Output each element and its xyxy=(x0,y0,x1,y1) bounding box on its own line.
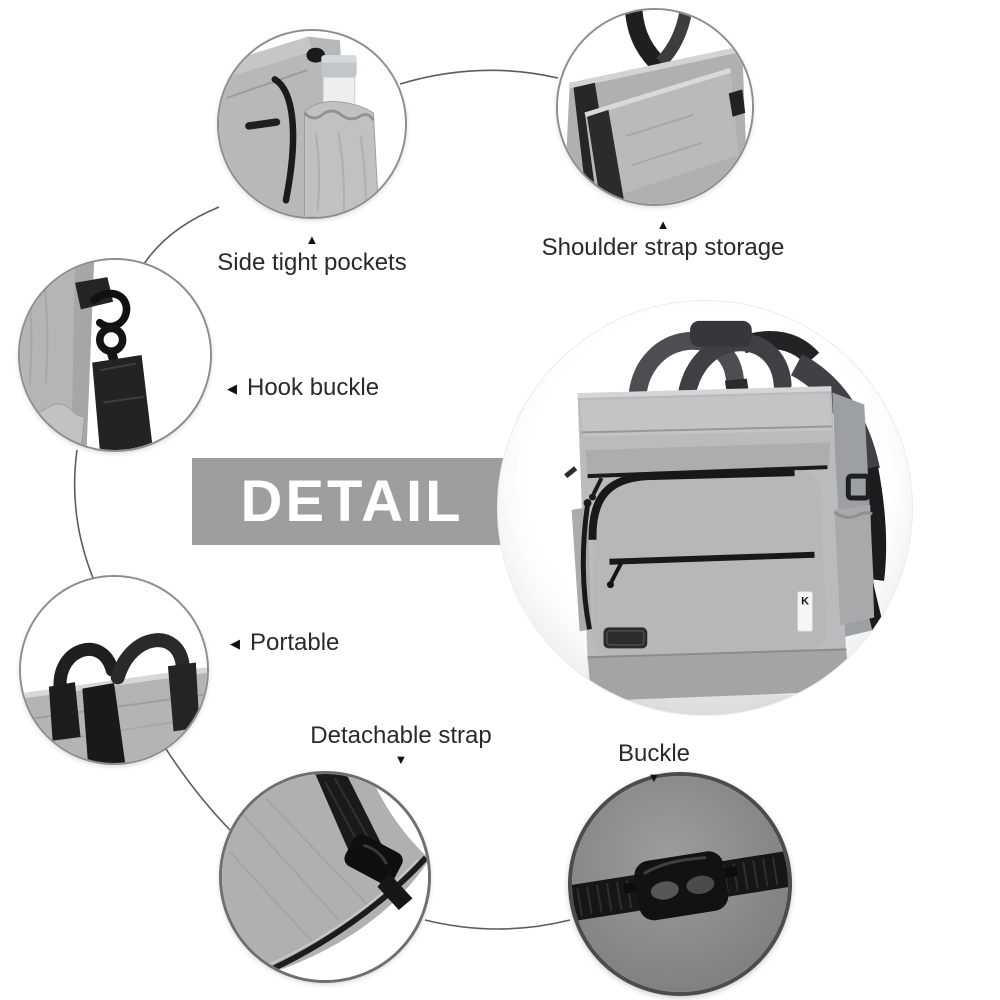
callout-detachable-strap-label: Detachable strap xyxy=(310,722,492,749)
detail-title: DETAIL xyxy=(240,468,464,534)
hook-buckle-inset xyxy=(18,258,212,452)
portable-inset xyxy=(19,575,209,765)
callout-strap-storage-label: Shoulder strap storage xyxy=(541,234,785,261)
detachable-strap-inset xyxy=(219,771,431,983)
detail-banner: DETAIL xyxy=(192,458,512,545)
strap-storage-inset xyxy=(556,8,754,206)
side-pockets-inset xyxy=(217,29,407,219)
portable-photo xyxy=(21,577,207,763)
callout-detachable-strap: Detachable strap ▼ xyxy=(310,722,491,766)
left-arrow-icon: ◀ xyxy=(230,635,240,651)
side-pockets-photo xyxy=(219,31,405,217)
down-arrow-icon: ▼ xyxy=(394,752,408,767)
buckle-photo xyxy=(572,776,788,992)
hook-buckle-photo xyxy=(20,260,210,450)
callout-side-pockets-label: Side tight pockets xyxy=(217,249,407,276)
callout-hook-buckle: ◀ Hook buckle xyxy=(227,374,379,402)
detachable-strap-photo xyxy=(222,774,428,980)
buckle-inset xyxy=(568,772,792,996)
main-product-photo: K xyxy=(562,320,887,715)
callout-hook-buckle-label: Hook buckle xyxy=(247,374,380,401)
left-arrow-icon: ◀ xyxy=(227,380,237,396)
callout-portable: ◀ Portable xyxy=(230,629,339,657)
up-arrow-icon: ▲ xyxy=(305,232,319,247)
main-product-inset: K xyxy=(497,300,913,716)
brand-tag-letter: K xyxy=(801,596,809,608)
callout-buckle-label: Buckle xyxy=(617,740,691,767)
down-arrow-icon: ▼ xyxy=(647,770,661,785)
callout-side-pockets: ▲ Side tight pockets xyxy=(217,233,406,277)
callout-strap-storage: ▲ Shoulder strap storage xyxy=(542,218,785,262)
strap-storage-photo xyxy=(558,10,752,204)
up-arrow-icon: ▲ xyxy=(656,217,670,232)
callout-portable-label: Portable xyxy=(250,629,340,656)
callout-buckle: Buckle ▼ xyxy=(618,740,690,784)
